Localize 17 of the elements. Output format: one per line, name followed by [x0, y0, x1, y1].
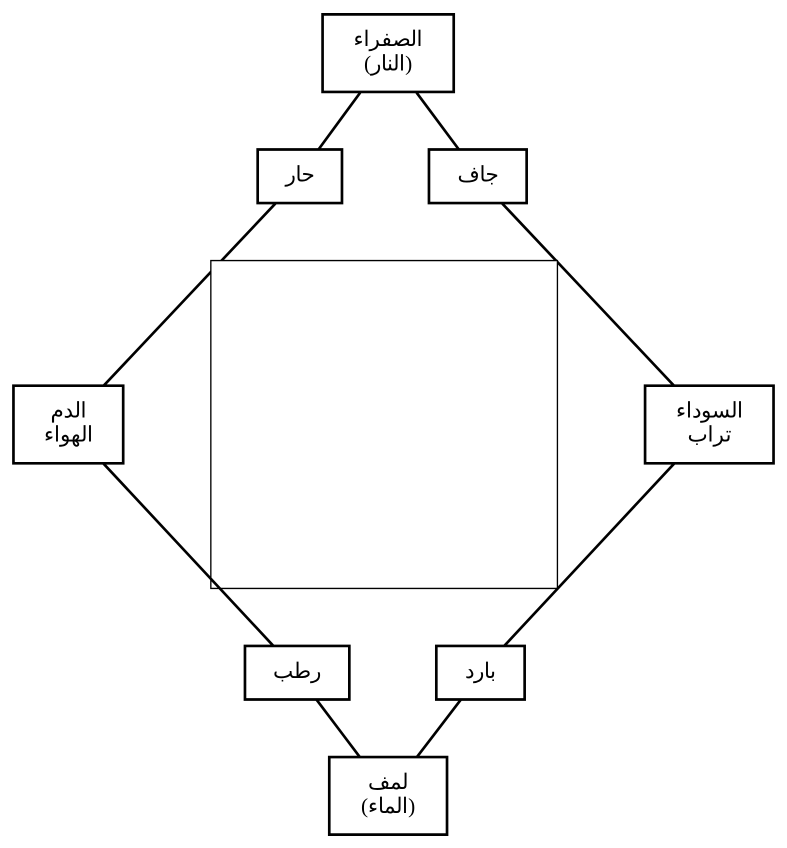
connector [102, 462, 274, 646]
connector [415, 91, 460, 150]
node-box: حار [256, 148, 344, 204]
connector [318, 91, 362, 150]
connector [315, 698, 361, 757]
connector [416, 698, 462, 757]
connector [501, 202, 675, 386]
node-box: الصفراء (النار) [321, 12, 456, 93]
connector [503, 462, 676, 646]
node-box: بارد [434, 644, 526, 700]
node-box: الدم الهواء [12, 384, 125, 464]
node-box: جاف [428, 148, 528, 204]
node-box [210, 259, 558, 589]
connector [103, 202, 276, 386]
node-box: لمف (الماء) [328, 755, 448, 836]
node-box: رطب [244, 644, 351, 700]
node-box: السوداء تراب [644, 384, 775, 464]
